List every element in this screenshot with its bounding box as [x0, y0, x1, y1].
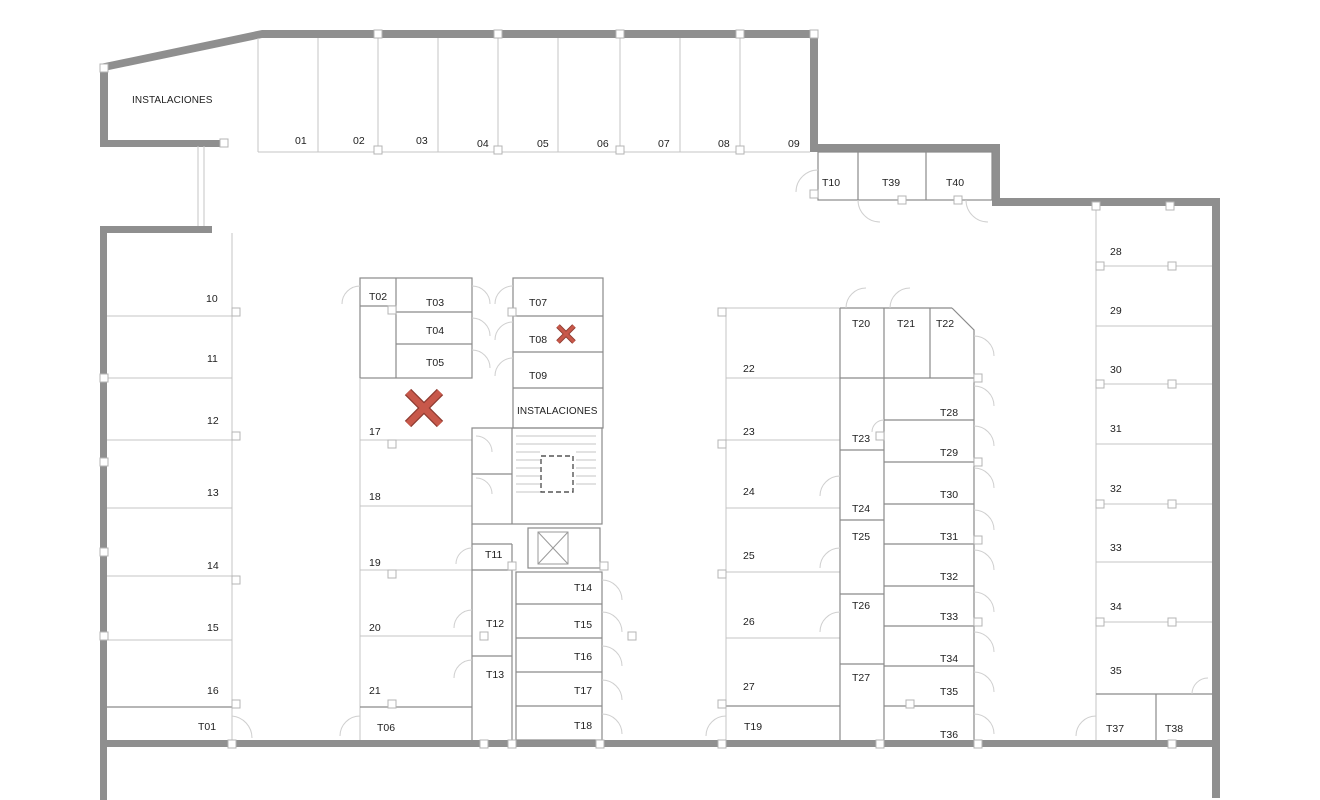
space-label-25: 25 [743, 550, 755, 562]
space-label-23: 23 [743, 426, 755, 438]
storage-label-t35: T35 [940, 686, 958, 698]
space-label-12: 12 [207, 415, 219, 427]
space-label-13: 13 [207, 487, 219, 499]
storage-label-t09: T09 [529, 370, 547, 382]
space-label-10: 10 [206, 293, 218, 305]
storage-label-t25: T25 [852, 531, 870, 543]
storage-label-t32: T32 [940, 571, 958, 583]
storage-label-t18: T18 [574, 720, 592, 732]
storage-label-t05: T05 [426, 357, 444, 369]
space-label-27: 27 [743, 681, 755, 693]
right-parking-column [1075, 201, 1212, 749]
central-left-block [339, 277, 491, 740]
storage-label-t39: T39 [882, 177, 900, 189]
central-core [453, 277, 637, 749]
storage-label-t31: T31 [940, 531, 958, 543]
room-label-instalaciones-core: INSTALACIONES [517, 406, 598, 417]
storage-t10-t40 [795, 151, 993, 223]
storage-label-t33: T33 [940, 611, 958, 623]
space-label-14: 14 [207, 560, 219, 572]
space-label-03: 03 [416, 135, 428, 147]
space-label-18: 18 [369, 491, 381, 503]
right-central-block [705, 287, 995, 749]
storage-label-t08: T08 [529, 334, 547, 346]
space-label-21: 21 [369, 685, 381, 697]
space-label-15: 15 [207, 622, 219, 634]
storage-label-t13: T13 [486, 669, 504, 681]
space-label-01: 01 [295, 135, 307, 147]
exterior-walls [100, 30, 1220, 800]
storage-label-t10: T10 [822, 177, 840, 189]
top-parking-row [99, 29, 819, 155]
space-label-35: 35 [1110, 665, 1122, 677]
space-label-07: 07 [658, 138, 670, 150]
storage-label-t12: T12 [486, 618, 504, 630]
wall-column-markers [227, 739, 727, 749]
storage-label-t38: T38 [1165, 723, 1183, 735]
storage-label-t29: T29 [940, 447, 958, 459]
storage-label-t06: T06 [377, 722, 395, 734]
x-mark-icon [556, 324, 576, 344]
x-mark-icon [404, 388, 444, 428]
space-label-31: 31 [1110, 423, 1122, 435]
space-label-05: 05 [537, 138, 549, 150]
storage-label-t27: T27 [852, 672, 870, 684]
space-label-22: 22 [743, 363, 755, 375]
space-label-19: 19 [369, 557, 381, 569]
storage-label-t11: T11 [485, 549, 502, 561]
storage-label-t14: T14 [574, 582, 592, 594]
space-label-02: 02 [353, 135, 365, 147]
space-label-34: 34 [1110, 601, 1122, 613]
space-label-26: 26 [743, 616, 755, 628]
space-label-20: 20 [369, 622, 381, 634]
storage-label-t19: T19 [744, 721, 762, 733]
storage-label-t17: T17 [574, 685, 592, 697]
storage-label-t23: T23 [852, 433, 870, 445]
staircase-icon [516, 435, 596, 493]
space-label-17: 17 [369, 426, 381, 438]
storage-label-t36: T36 [940, 729, 958, 741]
storage-label-t04: T04 [426, 325, 444, 337]
space-label-11: 11 [207, 353, 218, 365]
room-label-instalaciones: INSTALACIONES [132, 95, 213, 106]
space-label-06: 06 [597, 138, 609, 150]
storage-label-t02: T02 [369, 291, 387, 303]
storage-label-t01: T01 [198, 721, 216, 733]
storage-label-t15: T15 [574, 619, 592, 631]
storage-label-t22: T22 [936, 318, 954, 330]
storage-label-t28: T28 [940, 407, 958, 419]
elevator-icon [537, 531, 569, 565]
space-label-08: 08 [718, 138, 730, 150]
storage-label-t07: T07 [529, 297, 547, 309]
space-label-33: 33 [1110, 542, 1122, 554]
space-label-16: 16 [207, 685, 219, 697]
space-label-24: 24 [743, 486, 755, 498]
storage-label-t37: T37 [1106, 723, 1124, 735]
storage-label-t21: T21 [897, 318, 915, 330]
storage-label-t24: T24 [852, 503, 870, 515]
space-label-09: 09 [788, 138, 800, 150]
space-label-30: 30 [1110, 364, 1122, 376]
storage-label-t26: T26 [852, 600, 870, 612]
storage-label-t34: T34 [940, 653, 958, 665]
storage-label-t16: T16 [574, 651, 592, 663]
space-label-28: 28 [1110, 246, 1122, 258]
left-parking-column [99, 233, 253, 740]
storage-label-t40: T40 [946, 177, 964, 189]
space-labels: INSTALACIONES 01 02 03 04 05 06 07 08 09… [132, 95, 1183, 741]
space-label-29: 29 [1110, 305, 1122, 317]
storage-label-t30: T30 [940, 489, 958, 501]
storage-label-t03: T03 [426, 297, 444, 309]
storage-label-t20: T20 [852, 318, 870, 330]
space-label-04: 04 [477, 138, 489, 150]
space-label-32: 32 [1110, 483, 1122, 495]
